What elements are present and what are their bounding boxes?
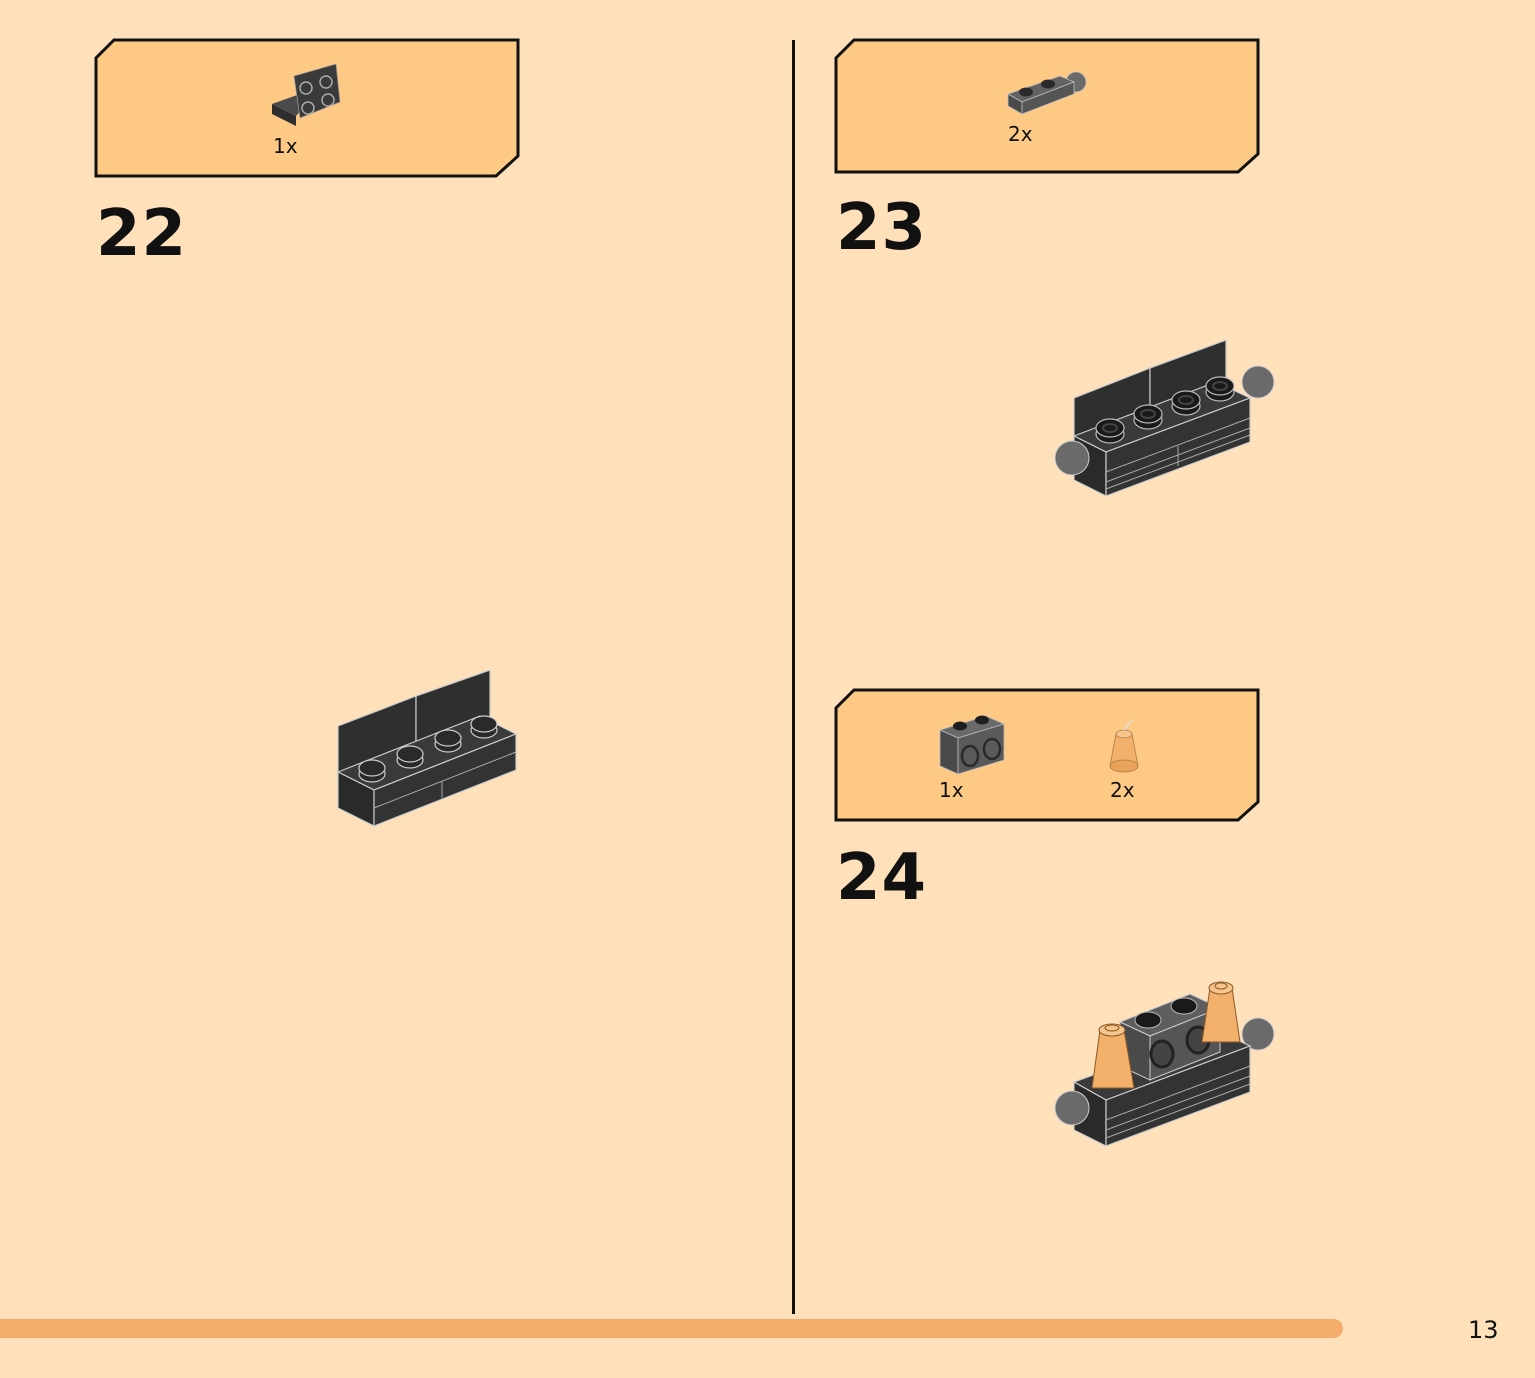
bracket-plate-icon bbox=[272, 63, 341, 126]
technic-brick-icon bbox=[938, 715, 1006, 775]
step-24-parts-callout: 1x 2x bbox=[834, 688, 1262, 826]
callout-frame bbox=[834, 688, 1260, 822]
progress-bar bbox=[0, 1319, 1436, 1338]
cone-icon bbox=[1109, 719, 1139, 773]
callout-frame bbox=[834, 38, 1260, 174]
plate-ball-joint-icon bbox=[1007, 71, 1087, 115]
step-24-model-illustration bbox=[1054, 981, 1275, 1147]
part-quantity: 2x bbox=[1008, 122, 1033, 146]
step-number: 24 bbox=[836, 841, 928, 915]
part-quantity: 1x bbox=[273, 134, 298, 158]
page-divider bbox=[792, 40, 795, 1314]
step-number: 22 bbox=[96, 197, 188, 271]
page-number: 13 bbox=[1468, 1316, 1499, 1344]
step-23-model-illustration bbox=[1054, 339, 1275, 497]
step-22-parts-callout: 1x bbox=[94, 38, 522, 180]
step-number: 23 bbox=[836, 191, 928, 265]
part-quantity: 2x bbox=[1110, 778, 1135, 802]
step-23-parts-callout: 2x bbox=[834, 38, 1262, 176]
part-quantity: 1x bbox=[939, 778, 964, 802]
progress-fill bbox=[0, 1319, 1343, 1338]
step-22-model-illustration bbox=[336, 669, 518, 827]
